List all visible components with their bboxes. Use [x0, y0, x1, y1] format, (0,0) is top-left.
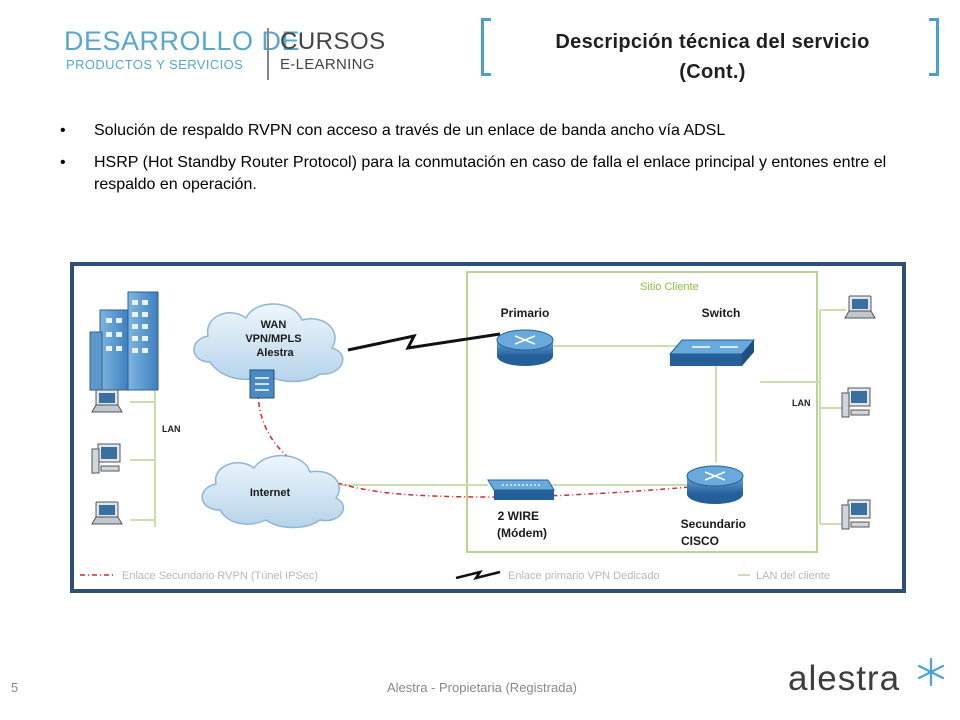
logo-line1-right: CURSOS — [280, 28, 386, 55]
lan-left-label: LAN — [162, 424, 181, 434]
logo-divider — [267, 28, 269, 80]
title-bracket-left — [481, 18, 491, 76]
modem-label-1: 2 WIRE — [498, 509, 539, 523]
client-site-area — [466, 271, 818, 553]
modem-label-2: (Módem) — [497, 526, 547, 540]
legend-lan-label: LAN del cliente — [756, 570, 830, 582]
svg-text:Secundario CISCO: Secundario CISCO — [681, 517, 750, 548]
bullet-item: • HSRP (Hot Standby Router Protocol) par… — [60, 152, 920, 196]
laptop-icon — [844, 295, 876, 319]
bullet-text: HSRP (Hot Standby Router Protocol) para … — [94, 154, 887, 193]
slide-title-line1: Descripción técnica del servicio — [555, 31, 870, 53]
bullet-dot: • — [60, 122, 66, 139]
primary-router-label: Primario — [501, 306, 550, 320]
svg-text:2 WIRE (Módem): 2 WIRE (Módem) — [497, 509, 547, 540]
legend-primary-swatch — [455, 570, 501, 580]
internet-cloud-icon — [201, 454, 344, 529]
secondary-router-label-2: CISCO — [681, 534, 719, 548]
building-icon — [89, 291, 159, 391]
logo-line2-left: PRODUCTOS Y SERVICIOS — [66, 57, 244, 72]
logo-line2-right: E-LEARNING — [280, 56, 375, 73]
site-label: Sitio Cliente — [640, 281, 699, 293]
diagram-legend: Enlace Secundario RVPN (Túnel IPSec) Enl… — [80, 570, 830, 582]
internet-cloud-label: Internet — [250, 487, 291, 499]
star-icon — [917, 657, 945, 687]
legend-secondary-label: Enlace Secundario RVPN (Túnel IPSec) — [122, 570, 318, 582]
laptop-icon — [91, 389, 123, 413]
wan-switch-icon — [249, 369, 275, 399]
bullet-dot: • — [60, 154, 66, 171]
wan-cloud-label-2: VPN/MPLS — [245, 333, 301, 345]
laptop-icon — [91, 501, 123, 525]
title-bracket-right — [929, 18, 939, 76]
wan-cloud-label-3: Alestra — [256, 347, 294, 359]
primary-link-lightning — [347, 332, 501, 352]
switch-label: Switch — [702, 306, 741, 320]
bullet-list: • Solución de respaldo RVPN con acceso a… — [60, 120, 920, 206]
network-diagram: Sitio Cliente — [70, 262, 906, 593]
primary-router-icon — [496, 329, 554, 366]
bullet-item: • Solución de respaldo RVPN con acceso a… — [60, 120, 920, 142]
diagram-frame — [70, 262, 906, 593]
secondary-router-label-1: Secundario — [681, 517, 746, 531]
course-logo: DESARROLLO DE PRODUCTOS Y SERVICIOS CURS… — [64, 26, 386, 82]
modem-icon — [487, 479, 555, 500]
footer-text: Alestra - Propietaria (Registrada) — [386, 680, 578, 695]
alestra-wordmark: alestra — [788, 659, 901, 698]
wan-cloud-label-1: WAN — [261, 319, 287, 331]
ipsec-tunnel-line — [257, 389, 691, 498]
alestra-logo: alestra — [788, 657, 948, 703]
page-number: 5 — [11, 680, 19, 695]
switch-icon — [668, 339, 756, 366]
svg-text:WAN VPN/MPLS Alestra: WAN VPN/MPLS Alestra — [245, 319, 304, 359]
legend-primary-label: Enlace primario VPN Dedicado — [508, 570, 660, 582]
lan-right-label: LAN — [792, 398, 811, 408]
secondary-router-icon — [686, 465, 744, 504]
slide-title: Descripción técnica del servicio (Cont.) — [500, 27, 925, 87]
logo-line1-left: DESARROLLO DE — [64, 26, 301, 56]
bullet-text: Solución de respaldo RVPN con acceso a t… — [94, 122, 726, 139]
slide-title-line2: (Cont.) — [679, 61, 746, 83]
